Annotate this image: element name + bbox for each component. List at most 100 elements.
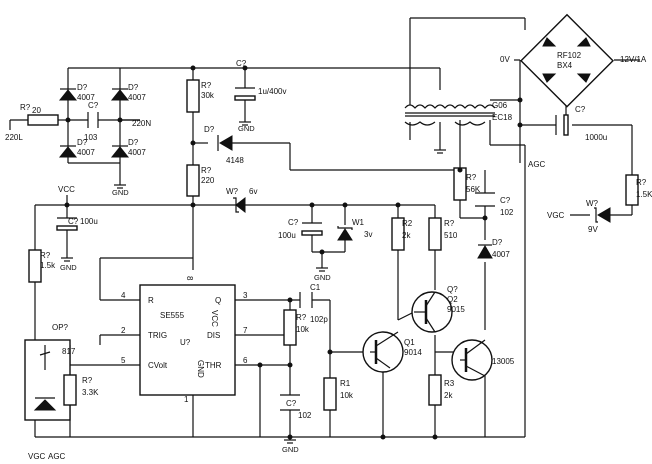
label-bridge-val: BX4 bbox=[557, 61, 573, 70]
resistor-3.3k bbox=[63, 374, 77, 406]
label-pin-trig: TRIG bbox=[148, 331, 167, 340]
label-r30k-val: 30k bbox=[201, 91, 215, 100]
label-zd9-val: 9V bbox=[588, 225, 598, 234]
label-v0: 0V bbox=[500, 55, 510, 64]
zener-w1 bbox=[337, 226, 353, 241]
label-transformer-val: EC18 bbox=[492, 113, 513, 122]
label-r10k-a-val: 10k bbox=[296, 325, 310, 334]
label-q2-ref: Q2 bbox=[447, 295, 458, 304]
label-220n: 220N bbox=[132, 119, 151, 128]
label-r33k: R? bbox=[82, 376, 93, 385]
junction-dots bbox=[64, 65, 523, 440]
label-vcc-pin: VCC bbox=[210, 310, 219, 327]
capacitor-102-low bbox=[280, 394, 300, 411]
label-c1: C1 bbox=[310, 283, 321, 292]
label-pin3: 3 bbox=[243, 291, 248, 300]
label-d2-val: 4007 bbox=[128, 93, 146, 102]
label-ic-u: U? bbox=[180, 338, 191, 347]
label-r10k-a: R? bbox=[296, 313, 307, 322]
diode-4148 bbox=[217, 135, 233, 151]
label-opto: OP? bbox=[52, 323, 69, 332]
label-d3: D? bbox=[77, 138, 88, 147]
label-d2: D? bbox=[128, 83, 139, 92]
label-c100u-val: 100u bbox=[80, 217, 98, 226]
label-pin-cvolt: CVolt bbox=[148, 361, 168, 370]
label-vgc-bot: VGC bbox=[28, 452, 46, 461]
label-q2-val: 9015 bbox=[447, 305, 465, 314]
label-r510-val: 510 bbox=[444, 231, 458, 240]
label-d4: D? bbox=[128, 138, 139, 147]
resistor-r3 bbox=[428, 374, 442, 406]
label-r2: R2 bbox=[402, 219, 413, 228]
label-gnd-3: GND bbox=[60, 263, 77, 272]
label-c1000u: C? bbox=[575, 105, 586, 114]
diode-bridge-input bbox=[58, 88, 130, 158]
label-r510: R? bbox=[444, 219, 455, 228]
label-transformer: G06 bbox=[492, 101, 508, 110]
label-c1-val: 102p bbox=[310, 315, 328, 324]
label-pin-r: R bbox=[148, 296, 154, 305]
label-r33k-val: 3.3K bbox=[82, 388, 99, 397]
label-r1: R1 bbox=[340, 379, 351, 388]
resistor-510 bbox=[428, 217, 442, 251]
transistor-q1 bbox=[362, 331, 404, 373]
label-d4007-mid-val: 4007 bbox=[492, 250, 510, 259]
label-agc-right: AGC bbox=[528, 160, 546, 169]
label-gnd-1: GND bbox=[112, 188, 129, 197]
label-c100u2: C? bbox=[288, 218, 299, 227]
label-r56k-val: 56K bbox=[466, 185, 481, 194]
diode-4007-mid bbox=[477, 244, 493, 259]
label-opto-val: 817 bbox=[62, 347, 76, 356]
label-c102-mid: C? bbox=[500, 196, 511, 205]
label-r2-val: 2k bbox=[402, 231, 411, 240]
label-d4148-val: 4148 bbox=[226, 156, 244, 165]
transistor-13005 bbox=[451, 339, 493, 381]
label-pin8: 8 bbox=[185, 276, 194, 281]
label-pin6: 6 bbox=[243, 356, 248, 365]
label-d4007-mid: D? bbox=[492, 238, 503, 247]
label-d1-val: 4007 bbox=[77, 93, 95, 102]
label-pin5: 5 bbox=[121, 356, 126, 365]
label-pin-dis: DIS bbox=[207, 331, 220, 340]
label-agc-bot: AGC bbox=[48, 452, 66, 461]
label-c102-low: C? bbox=[286, 399, 297, 408]
label-pin4: 4 bbox=[121, 291, 126, 300]
label-c102-mid-val: 102 bbox=[500, 208, 514, 217]
label-pin2: 2 bbox=[121, 326, 126, 335]
resistor-220 bbox=[186, 164, 200, 197]
ic-se555 bbox=[139, 284, 236, 396]
label-r15k-left: R? bbox=[40, 251, 51, 260]
resistor-10k-a bbox=[283, 309, 297, 346]
label-d3-val: 4007 bbox=[77, 148, 95, 157]
label-q1-val: 9014 bbox=[404, 348, 422, 357]
label-q2: Q? bbox=[447, 285, 458, 294]
label-r15k-right-val: 1.5K bbox=[636, 190, 652, 199]
label-pin1: 1 bbox=[184, 395, 189, 404]
resistor-r-in bbox=[27, 114, 59, 126]
label-gnd-5: GND bbox=[282, 445, 299, 454]
transistor-q2 bbox=[411, 291, 453, 333]
label-c100u: C? bbox=[68, 217, 79, 226]
label-w1: W1 bbox=[352, 218, 365, 227]
label-220l: 220L bbox=[5, 133, 23, 142]
label-q1: Q1 bbox=[404, 338, 415, 347]
label-vcc: VCC bbox=[58, 185, 75, 194]
label-zd9: W? bbox=[586, 199, 599, 208]
capacitor-hv bbox=[234, 87, 256, 101]
optocoupler-817 bbox=[24, 339, 71, 421]
label-d4148: D? bbox=[204, 125, 215, 134]
capacitor-c1 bbox=[299, 292, 313, 308]
label-c-hv-val: 1u/400v bbox=[258, 87, 286, 96]
label-r30k: R? bbox=[201, 81, 212, 90]
zener-6v bbox=[233, 196, 246, 214]
label-d1: D? bbox=[77, 83, 88, 92]
label-pin-thr: THR bbox=[205, 361, 222, 370]
label-c103-val: 103 bbox=[84, 133, 98, 142]
label-gnd-4: GND bbox=[314, 273, 331, 282]
bridge-rectifier bbox=[520, 13, 614, 108]
resistor-30k bbox=[186, 79, 200, 113]
label-r3-val: 2k bbox=[444, 391, 453, 400]
capacitor-100u-left bbox=[56, 217, 78, 231]
label-r-in: R? bbox=[20, 103, 31, 112]
